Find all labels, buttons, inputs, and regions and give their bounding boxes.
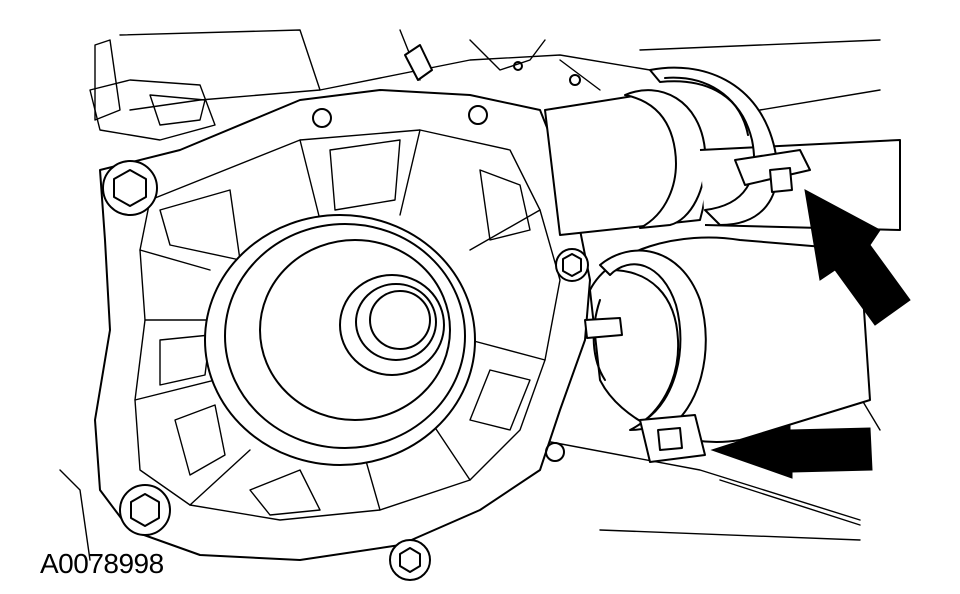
bolt-icon-bottom	[389, 539, 431, 581]
hose-clamp-icon-upper	[649, 66, 811, 226]
reference-code: A0078998	[40, 548, 164, 579]
hose-clamp-icon-lower	[584, 249, 707, 463]
bolt-hole-icons	[312, 61, 581, 462]
bolt-icon-bottom-left	[119, 484, 171, 536]
sensor-connector-icon	[404, 44, 433, 81]
bolt-icon-right	[555, 248, 589, 282]
arrow-upper-clamp	[804, 189, 911, 326]
bolt-icon-top-left	[102, 160, 158, 216]
arrow-lower-clamp	[710, 424, 873, 479]
pulley-icon	[204, 214, 476, 466]
